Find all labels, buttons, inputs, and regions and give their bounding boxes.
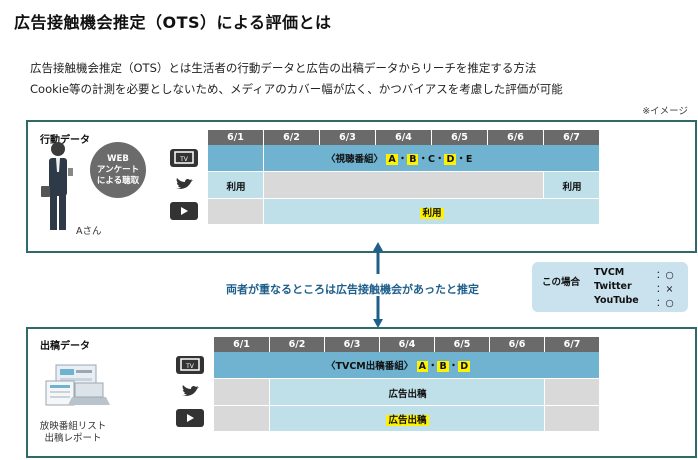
program-e: E [465,154,473,165]
result-twitter: Twitter [594,281,632,292]
youtube-icon [176,409,204,427]
behavior-data-panel: 行動データ WEB アンケート による聴取 Aさん 6/1 6/2 6/3 6/… [26,120,697,253]
result-label: この場合 [542,277,581,288]
tv-icon: TV [176,356,204,374]
twitter-icon [176,382,204,400]
day-header: 6/5 [432,130,488,145]
tv-cell [208,145,264,172]
result-youtube: YouTube [594,295,639,306]
behavior-grid: 6/1 6/2 6/3 6/4 6/5 6/6 6/7 TV 〈視聴番組〉 A・… [146,130,600,240]
result-box: この場合 TVCM ：○ Twitter ：× YouTube ：○ [532,262,688,312]
program-c: C [427,154,435,165]
twitter-cell [264,172,544,199]
twitter-placement-bar [270,379,545,406]
twitter-use-label-2: 利用 [562,182,582,193]
image-note: ※イメージ [642,106,688,117]
youtube-use-label: 利用 [420,208,444,219]
day-header: 6/6 [488,130,544,145]
result-twitter-value: ：× [656,284,674,295]
description-line-1: 広告接触機会推定（OTS）とは生活者の行動データと広告の出稿データからリーチを推… [30,61,537,75]
twitter-icon [170,175,198,193]
day-header: 6/7 [545,337,600,352]
youtube-icon [170,202,198,220]
twitter-cell [545,379,600,406]
twitter-cell [544,172,600,199]
bubble-line-3: による聴取 [96,175,140,186]
day-header: 6/4 [376,130,432,145]
day-header: 6/1 [214,337,270,352]
tv-viewing-text: 〈視聴番組〉 A・B・C・D・E [326,154,473,165]
bubble-line-2: アンケート [96,164,140,175]
behavior-data-label: 行動データ [40,135,90,146]
twitter-cell [208,172,264,199]
person-label: Aさん [76,226,102,237]
day-header: 6/5 [435,337,490,352]
arrow-down-icon [373,296,383,328]
youtube-cell [545,406,600,432]
day-header: 6/2 [270,337,325,352]
twitter-use-label-1: 利用 [226,182,246,193]
placed-program-b: B [437,361,449,372]
youtube-cell [214,406,270,432]
twitter-cell [214,379,270,406]
placement-grid: 6/1 6/2 6/3 6/4 6/5 6/6 6/7 TV 〈TVCM出稿番組… [158,337,608,447]
day-header: 6/2 [264,130,320,145]
day-header: 6/3 [320,130,376,145]
day-header: 6/1 [208,130,264,145]
youtube-cell [208,199,264,225]
bubble-line-1: WEB [107,153,129,164]
description-line-2: Cookie等の計測を必要としないため、メディアのカバー幅が広く、かつバイアスを… [30,82,563,96]
result-youtube-value: ：○ [656,298,674,309]
day-header: 6/3 [325,337,380,352]
laptop-illustration [45,364,110,406]
tvcm-placement-text: 〈TVCM出稿番組〉 A・B・D [326,361,471,372]
laptop-label: 放映番組リスト 出稿レポート [39,421,107,444]
day-header: 6/4 [380,337,435,352]
day-header: 6/6 [490,337,545,352]
tv-icon-text: TV [179,156,189,163]
youtube-placement-label: 広告出稿 [386,415,429,426]
overlap-explanation: 両者が重なるところは広告接触機会があったと推定 [226,283,479,296]
tvcm-placement-bar [214,352,600,379]
tv-icon-text: TV [185,363,195,370]
program-d: D [444,154,457,165]
web-survey-bubble: WEB アンケート による聴取 [90,142,146,198]
day-header: 6/7 [544,130,600,145]
result-tvcm-value: ：○ [656,270,674,281]
tv-icon: TV [170,149,198,167]
placed-program-a: A [416,361,428,372]
twitter-placement-label: 広告出稿 [388,389,427,400]
tv-viewing-bar [264,145,600,172]
person-illustration [41,142,73,230]
page-title: 広告接触機会推定（OTS）による評価とは [14,13,332,32]
program-b: B [407,154,419,165]
program-a: A [386,154,398,165]
placement-data-panel: 出稿データ 放映番組リスト 出稿レポート 6/1 6/2 6/3 6/4 6/5… [26,327,697,458]
placed-program-d: D [458,361,471,372]
result-tvcm: TVCM [594,267,625,278]
placement-data-label: 出稿データ [40,341,90,352]
arrow-up-icon [373,242,383,274]
